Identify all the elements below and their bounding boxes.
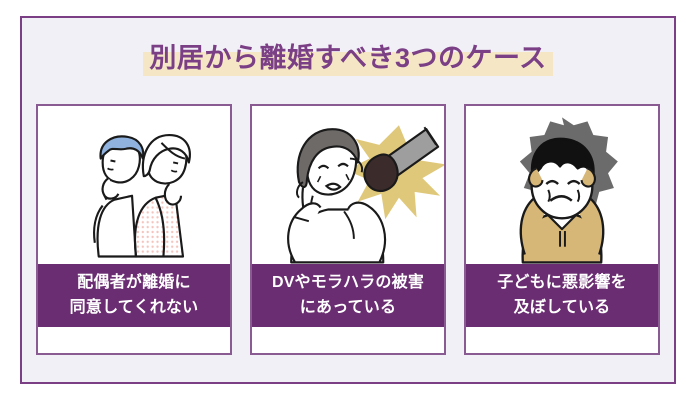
- case-card-list: 配偶者が離婚に 同意してくれない: [36, 104, 660, 355]
- case-card-1-caption: 配偶者が離婚に 同意してくれない: [38, 264, 230, 327]
- title-container: 別居から離婚すべき3つのケース: [22, 38, 674, 86]
- page-title-text: 別居から離婚すべき3つのケース: [149, 43, 547, 73]
- case-card-2-caption: DVやモラハラの被害 にあっている: [252, 264, 444, 327]
- couple-back-to-back-illustration: [93, 133, 191, 258]
- case-card-2-caption-line1: DVやモラハラの被害: [271, 274, 425, 291]
- case-card-2[interactable]: DVやモラハラの被害 にあっている: [250, 104, 446, 355]
- case-card-3-illustration-area: [466, 106, 658, 264]
- infographic-panel: 別居から離婚すべき3つのケース: [20, 16, 676, 384]
- case-card-2-caption-line2: にあっている: [299, 299, 397, 316]
- case-card-1-caption-line2: 同意してくれない: [69, 299, 199, 316]
- case-card-3-footer: [466, 327, 658, 353]
- distressed-child-illustration: [519, 117, 618, 264]
- case-card-1-illustration-area: [38, 106, 230, 264]
- woman-abuse-impact-illustration: [287, 125, 444, 264]
- case-card-3[interactable]: 子どもに悪影響を 及ぼしている: [464, 104, 660, 355]
- case-card-2-illustration-area: [252, 106, 444, 264]
- page-title: 別居から離婚すべき3つのケース: [143, 38, 553, 78]
- case-card-3-caption: 子どもに悪影響を 及ぼしている: [466, 264, 658, 327]
- case-card-3-caption-line2: 及ぼしている: [513, 299, 611, 316]
- case-card-1-caption-line1: 配偶者が離婚に: [77, 274, 191, 291]
- case-card-2-footer: [252, 327, 444, 353]
- title-highlight-bar: [143, 52, 553, 76]
- case-card-1-footer: [38, 327, 230, 353]
- case-card-3-caption-line1: 子どもに悪影響を: [497, 274, 627, 291]
- case-card-1[interactable]: 配偶者が離婚に 同意してくれない: [36, 104, 232, 355]
